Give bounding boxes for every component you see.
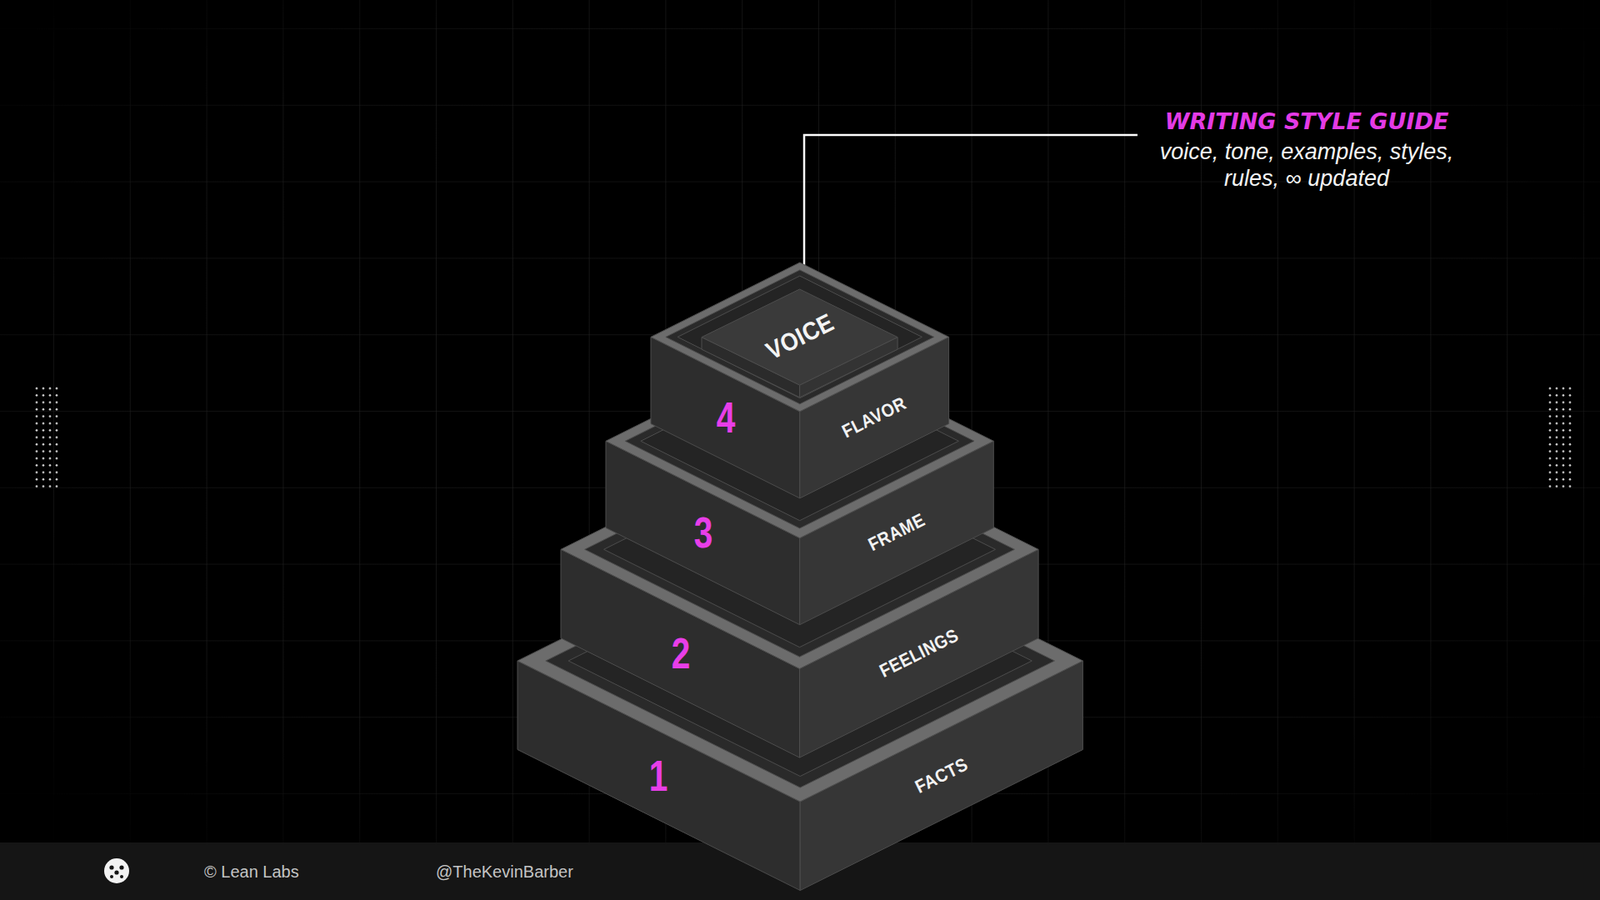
- face: [545, 534, 1055, 788]
- face: [650, 262, 950, 412]
- leader-line: [804, 135, 1138, 290]
- voice-cap: VOICE: [701, 289, 898, 398]
- pyramid-tier: VOICE4FLAVOR: [650, 262, 950, 499]
- dot-column: [31, 383, 60, 489]
- tier-number: 1: [649, 754, 669, 798]
- face: [585, 441, 1015, 657]
- face: [517, 520, 1083, 802]
- footer-text: @TheKevinBarber: [435, 861, 574, 882]
- dot-column: [1545, 383, 1574, 489]
- logo-icon: [104, 858, 130, 884]
- face: [625, 353, 975, 528]
- tier-number: 4: [715, 395, 735, 440]
- face: [604, 450, 996, 647]
- face: [605, 344, 994, 539]
- face: [665, 270, 935, 405]
- tier-number: 3: [693, 510, 713, 555]
- face: [640, 361, 960, 521]
- face: [677, 275, 922, 399]
- face: [560, 430, 1039, 670]
- callout-title: WRITING STYLE GUIDE: [1140, 107, 1474, 136]
- tier-number: 2: [670, 631, 690, 675]
- face: [568, 545, 1032, 777]
- footer-text: © Lean Labs: [204, 861, 300, 882]
- callout-text: voice, tone, examples, styles, rules, ∞ …: [1156, 138, 1457, 192]
